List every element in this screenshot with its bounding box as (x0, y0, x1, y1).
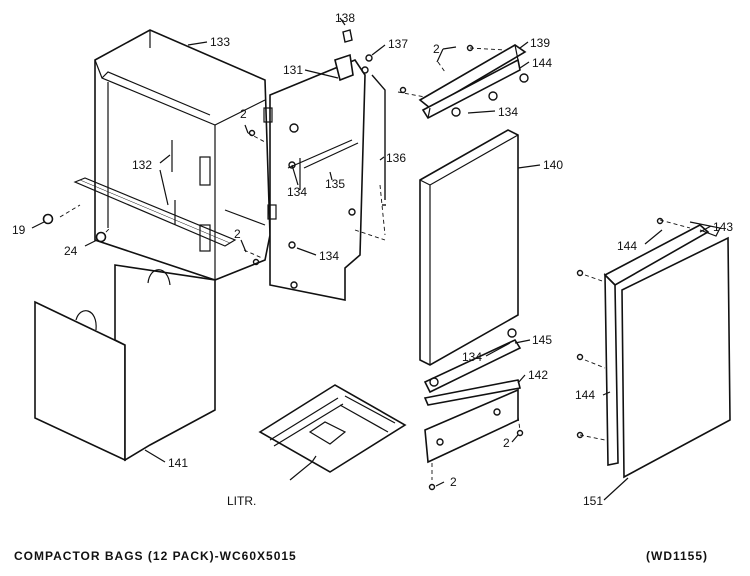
callout-134-lower: 134 (462, 350, 482, 364)
callout-2-top: 2 (433, 42, 440, 56)
callout-131: 131 (283, 63, 303, 77)
callout-151: 151 (583, 494, 603, 508)
callout-litr: LITR. (227, 494, 256, 508)
callout-143: 143 (713, 220, 733, 234)
callout-132: 132 (132, 158, 152, 172)
callout-144-top: 144 (532, 56, 552, 70)
door-panel-part-151 (576, 217, 731, 479)
top-hardware-parts-137-138 (334, 29, 373, 82)
compactor-bag-part-141 (34, 264, 216, 462)
cabinet-body-part-133 (73, 29, 271, 281)
callout-136: 136 (386, 151, 406, 165)
callout-144-door-top: 144 (617, 239, 637, 253)
callout-140: 140 (543, 158, 563, 172)
top-bracket-part-139 (399, 44, 529, 120)
callout-2-mid: 2 (234, 227, 241, 241)
callout-133: 133 (210, 35, 230, 49)
callout-2-bottom: 2 (450, 475, 457, 489)
rod-part-136 (371, 74, 386, 206)
lower-trim-parts-142-145 (423, 328, 524, 491)
back-panel-part-131 (263, 59, 366, 301)
callout-134-panel1: 134 (287, 185, 307, 199)
callout-labels: 138 133 137 2 139 131 144 2 134 136 140 … (12, 11, 733, 508)
front-panel-part-140 (419, 129, 519, 366)
callout-134-panel2: 134 (319, 249, 339, 263)
callout-137: 137 (388, 37, 408, 51)
callout-144-door-mid: 144 (575, 388, 595, 402)
callout-138: 138 (335, 11, 355, 25)
leader-lines (31, 17, 712, 501)
callout-142: 142 (528, 368, 548, 382)
callout-19: 19 (12, 223, 26, 237)
callout-145: 145 (532, 333, 552, 347)
fasteners-19-24 (42, 129, 260, 266)
callout-135: 135 (325, 177, 345, 191)
callout-2-left: 2 (240, 107, 247, 121)
callout-139: 139 (530, 36, 550, 50)
callout-134-bracket: 134 (498, 105, 518, 119)
footer-compactor-bags-note: COMPACTOR BAGS (12 PACK)-WC60X5015 (14, 549, 297, 563)
callout-2-lower: 2 (503, 436, 510, 450)
literature-tray-part-litr (258, 384, 407, 473)
callout-141: 141 (168, 456, 188, 470)
footer-diagram-code: (WD1155) (646, 549, 709, 563)
callout-24: 24 (64, 244, 78, 258)
